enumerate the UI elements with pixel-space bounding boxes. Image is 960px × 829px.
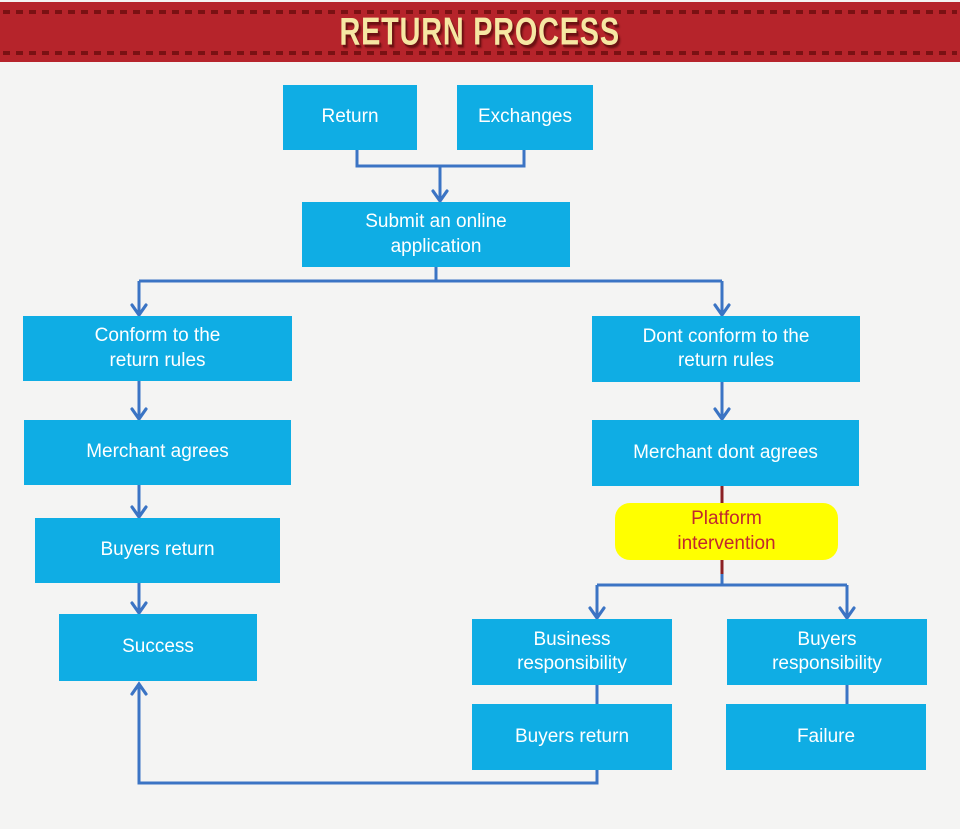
node-dont-conform-rules-label: Dont conform to the return rules xyxy=(642,325,810,371)
connector-platform-split xyxy=(597,574,847,587)
node-submit-application-label: Submit an online application xyxy=(365,211,507,257)
node-failure: Failure xyxy=(726,704,926,770)
node-platform-intervention: Platform intervention xyxy=(615,503,838,560)
node-buyers-responsibility-label: Buyers responsibility xyxy=(772,628,882,674)
node-business-responsibility: Business responsibility xyxy=(472,619,672,685)
node-return-label: Return xyxy=(321,106,379,128)
node-merchant-agrees-label: Merchant agrees xyxy=(86,441,229,463)
node-buyers-return-left-label: Buyers return xyxy=(100,539,215,561)
node-conform-rules: Conform to the return rules xyxy=(23,316,292,381)
node-failure-label: Failure xyxy=(796,725,856,747)
header-banner: RETURN PROCESS xyxy=(0,2,960,62)
node-buyers-responsibility: Buyers responsibility xyxy=(727,619,927,685)
node-platform-intervention-label: Platform intervention xyxy=(677,508,776,554)
node-conform-rules-label: Conform to the return rules xyxy=(94,325,221,371)
node-buyers-return-bottom-label: Buyers return xyxy=(514,725,630,747)
node-dont-conform-rules: Dont conform to the return rules xyxy=(592,316,860,382)
node-submit-application: Submit an online application xyxy=(302,202,570,267)
node-exchanges: Exchanges xyxy=(457,85,593,150)
banner-dashed-line-top xyxy=(3,10,957,14)
node-exchanges-label: Exchanges xyxy=(477,106,572,128)
node-success: Success xyxy=(59,614,257,681)
page-title: RETURN PROCESS xyxy=(339,9,621,54)
node-merchant-agrees: Merchant agrees xyxy=(24,420,291,485)
node-return: Return xyxy=(283,85,417,150)
banner-dashed-line-bottom xyxy=(3,51,957,55)
node-buyers-return-left: Buyers return xyxy=(35,518,280,583)
connector-merge-bracket xyxy=(355,150,526,168)
connector-submit-split xyxy=(139,267,722,283)
node-success-label: Success xyxy=(122,636,194,658)
node-business-responsibility-label: Business responsibility xyxy=(517,628,627,674)
node-merchant-dont-agrees: Merchant dont agrees xyxy=(592,420,859,486)
node-buyers-return-bottom: Buyers return xyxy=(472,704,672,770)
node-merchant-dont-agrees-label: Merchant dont agrees xyxy=(633,441,818,463)
